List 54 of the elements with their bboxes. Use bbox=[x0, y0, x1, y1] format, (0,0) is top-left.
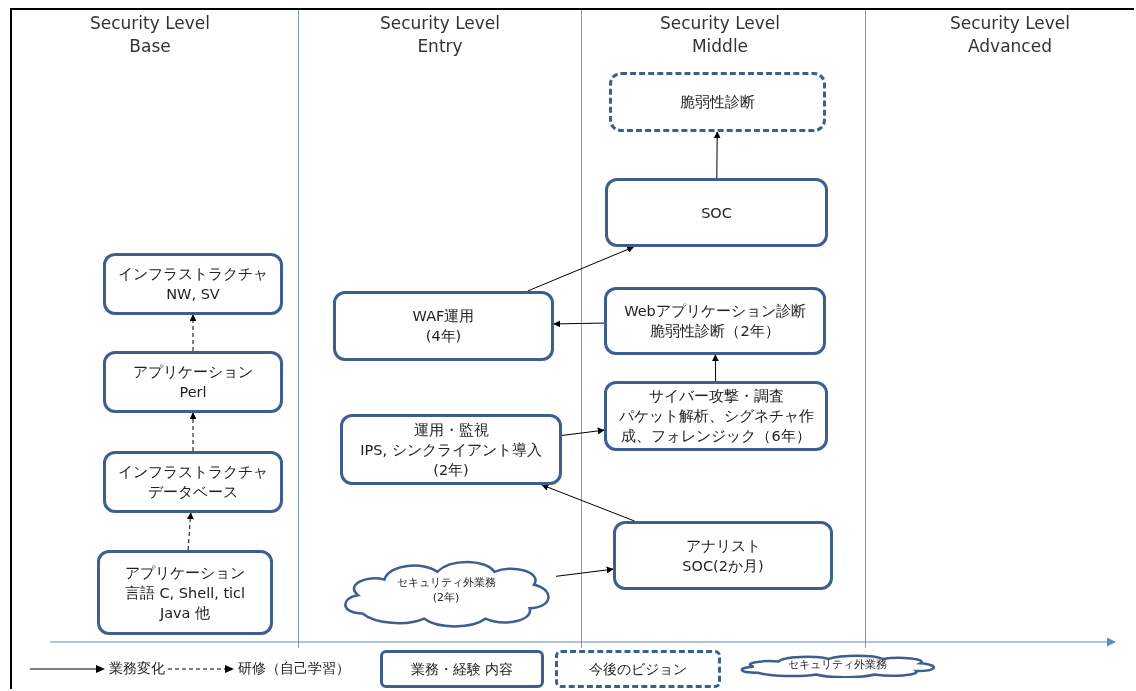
arrow bbox=[541, 484, 635, 522]
arrow bbox=[189, 412, 197, 452]
column-heading: Security Level Middle bbox=[658, 12, 782, 58]
arrow bbox=[561, 427, 605, 436]
node-text: 運用・監視 bbox=[413, 420, 489, 440]
column-heading: Security Level Advanced bbox=[948, 12, 1072, 58]
process-box bbox=[103, 253, 283, 315]
node-text: アナリスト bbox=[685, 536, 761, 556]
legend-text: 業務・経験 内容 bbox=[410, 659, 514, 679]
node-text: SOC bbox=[701, 203, 732, 223]
node-text: インフラストラクチャ bbox=[118, 265, 268, 284]
node-text: (2年) bbox=[433, 460, 469, 480]
legend-text: 業務変化 bbox=[109, 659, 165, 678]
arrow bbox=[713, 131, 721, 179]
column-heading: Security Level Base bbox=[88, 12, 212, 58]
node-text: セキュリティ外業務 bbox=[396, 575, 496, 590]
node-text: Perl bbox=[179, 383, 207, 402]
arrow bbox=[553, 320, 605, 328]
process-box bbox=[103, 351, 283, 413]
arrow bbox=[555, 566, 614, 577]
node-text: Java 他 bbox=[159, 603, 211, 623]
node-text: (4年) bbox=[425, 327, 462, 346]
process-box bbox=[333, 291, 554, 361]
dashed-box bbox=[609, 72, 826, 132]
process-box bbox=[103, 451, 283, 513]
node-text: Webアプリケーション診断 bbox=[624, 302, 806, 321]
node-text: アプリケーション bbox=[125, 563, 245, 583]
process-box bbox=[613, 521, 833, 590]
node-text: IPS, シンクライアント導入 bbox=[360, 440, 542, 460]
process-box bbox=[340, 414, 562, 485]
arrow bbox=[186, 512, 194, 551]
legend-text: 今後のビジョン bbox=[589, 659, 687, 679]
node-text: アプリケーション bbox=[133, 363, 253, 382]
process-box bbox=[97, 550, 273, 635]
node-text: サイバー攻撃・調査 bbox=[648, 387, 784, 406]
node-text: パケット解析、シグネチャ作成、フォレンジック（6年） bbox=[617, 407, 815, 446]
process-box bbox=[604, 381, 828, 451]
column-heading: Security Level Entry bbox=[378, 12, 502, 58]
node-text: NW, SV bbox=[166, 285, 220, 304]
node-text: データベース bbox=[148, 483, 238, 502]
process-box bbox=[604, 287, 826, 355]
legend-text: セキュリティ外業務 bbox=[787, 656, 887, 673]
arrow bbox=[711, 354, 719, 382]
process-box bbox=[605, 178, 828, 247]
legend-text: 研修（自己学習） bbox=[238, 659, 350, 678]
node-text: インフラストラクチャ bbox=[118, 463, 268, 482]
arrow bbox=[527, 246, 635, 292]
node-text: (2年) bbox=[432, 590, 460, 605]
node-text: 脆弱性診断（2年） bbox=[650, 322, 780, 341]
arrow bbox=[189, 314, 197, 352]
node-text: WAF運用 bbox=[412, 307, 475, 326]
node-text: 脆弱性診断 bbox=[680, 93, 755, 112]
node-text: SOC(2か月) bbox=[682, 556, 764, 576]
node-text: 言語 C, Shell, ticl bbox=[124, 583, 246, 603]
